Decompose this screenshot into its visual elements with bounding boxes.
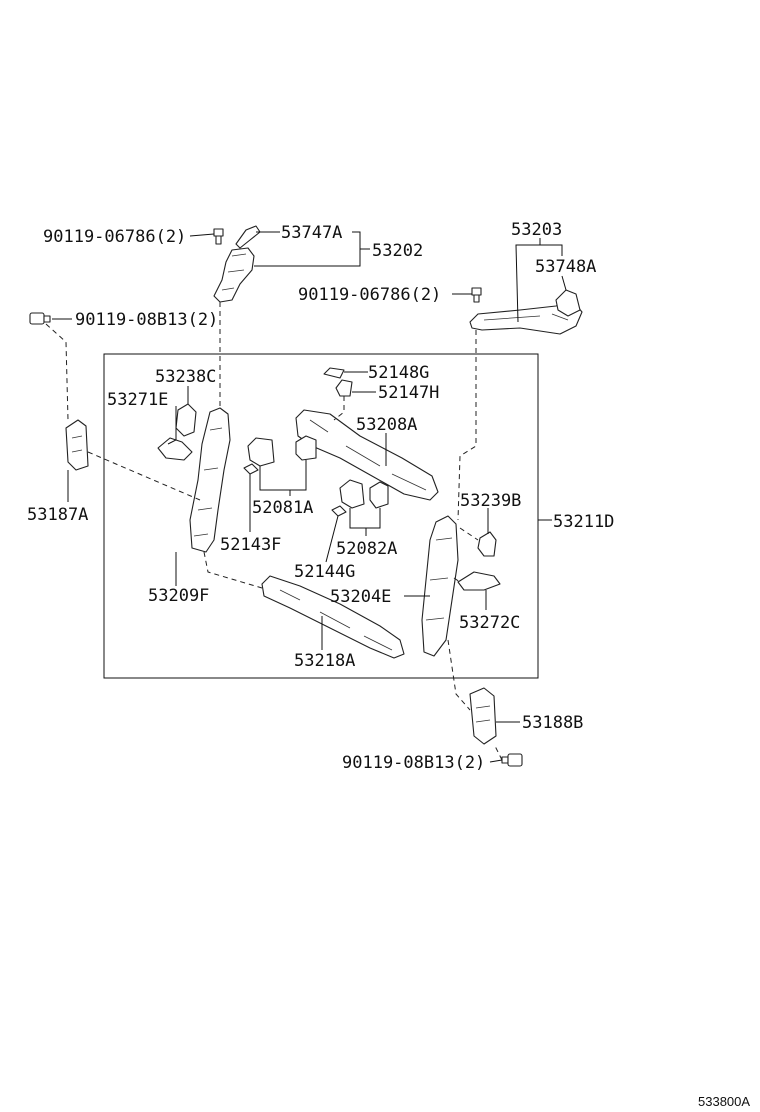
part-53203 [469,299,583,335]
label-53211D: 53211D [553,512,614,532]
label-53202: 53202 [372,241,423,261]
label-52144G: 52144G [294,562,355,582]
bolt-90119-08B13-bottom [501,753,523,767]
part-52144G [331,505,347,517]
dash-53204E-to-53188B [447,639,471,711]
part-53204E [421,515,459,657]
label-53271E: 53271E [107,390,168,410]
dash-53272C [453,577,461,583]
dash-52147H [333,396,345,421]
part-52081A [247,435,317,467]
part-52143F [243,463,259,475]
label-90119-06786-right: 90119-06786(2) [298,285,441,305]
dash-53239B [459,527,479,541]
part-53238C [175,403,197,437]
bolt-90119-06786-left [213,228,224,245]
assembly-frame [103,353,539,679]
part-53239B [477,531,497,557]
label-52081A: 52081A [252,498,313,518]
dash-53203-to-53204E [457,330,477,521]
label-53204E: 53204E [330,587,391,607]
diagram-code: 533800A [698,1094,750,1109]
part-53202 [213,247,255,303]
label-52082A: 52082A [336,539,397,559]
label-90119-08B13-top: 90119-08B13(2) [75,310,218,330]
label-53272C: 53272C [459,613,520,633]
label-53748A: 53748A [535,257,596,277]
part-52148G [323,367,345,379]
dash-bolt-to-53188B [493,743,503,761]
dash-53209F-to-53218A [203,551,263,589]
part-53209F [189,407,231,553]
dash-53187A-to-53209F [87,451,201,501]
label-90119-06786-left: 90119-06786(2) [43,227,186,247]
label-53208A: 53208A [356,415,417,435]
part-53218A [261,575,405,659]
dash-bolt-to-53187A [45,323,69,421]
part-53208A [295,409,439,501]
label-53747A: 53747A [281,223,342,243]
label-53209F: 53209F [148,586,209,606]
label-52143F: 52143F [220,535,281,555]
label-53239B: 53239B [460,491,521,511]
label-53218A: 53218A [294,651,355,671]
part-53271E [157,437,193,461]
label-52148G: 52148G [368,363,429,383]
label-53203: 53203 [511,220,562,240]
bolt-90119-08B13-top [29,312,51,325]
label-52147H: 52147H [378,383,439,403]
label-53188B: 53188B [522,713,583,733]
part-53747A [235,225,261,249]
bolt-90119-06786-right [471,287,482,303]
label-53238C: 53238C [155,367,216,387]
label-53187A: 53187A [27,505,88,525]
label-90119-08B13-bottom: 90119-08B13(2) [342,753,485,773]
part-52082A [339,479,389,509]
part-52147H [335,379,353,397]
part-53272C [457,571,501,591]
part-53187A [65,419,89,471]
part-53188B [469,687,497,745]
